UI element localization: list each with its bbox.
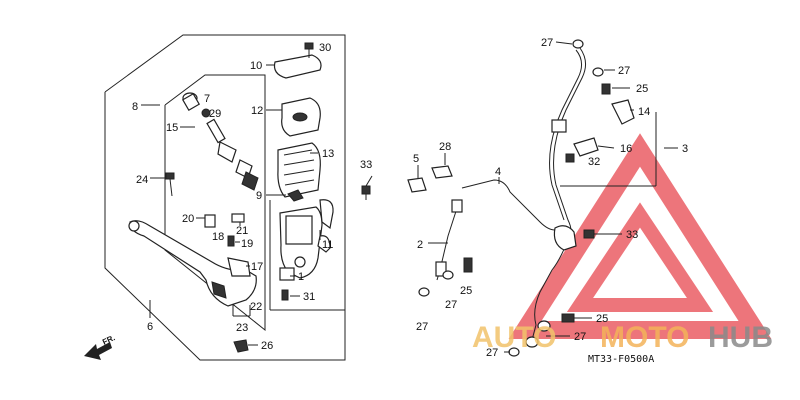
label-13: 13 (322, 148, 334, 160)
reservoir-diaphragm (277, 142, 321, 198)
label-10: 10 (250, 60, 262, 72)
bolt-25-bottom (561, 313, 575, 323)
label-8: 8 (132, 101, 138, 113)
label-5: 5 (413, 153, 419, 165)
label-9: 9 (256, 190, 262, 202)
label-27-lowest: 27 (486, 347, 498, 359)
diagram-code: MT33-F0500A (588, 354, 654, 365)
watermark-logo (508, 133, 772, 339)
label-33-left: 33 (360, 159, 372, 171)
spring-20-21 (204, 213, 245, 228)
label-25-top: 25 (636, 83, 648, 95)
label-32: 32 (588, 156, 600, 168)
switch-1 (279, 267, 295, 281)
label-27-bottom: 27 (574, 331, 586, 343)
label-1: 1 (298, 271, 304, 283)
label-27-top: 27 (541, 37, 553, 49)
label-29: 29 (209, 108, 221, 120)
brake-hose-2 (435, 199, 463, 281)
label-12: 12 (251, 105, 263, 117)
washer-27-left (418, 287, 430, 297)
watermark-triangle-inner (566, 202, 714, 312)
watermark-triangle-outer (508, 133, 772, 339)
label-23: 23 (236, 322, 248, 334)
bracket-clip (317, 199, 334, 253)
bolt-33-left (361, 185, 371, 200)
lower-brake-hose (531, 239, 569, 341)
watermark-auto: AUTO (472, 321, 556, 354)
washer-27-right (592, 67, 604, 77)
clamp-14 (611, 99, 635, 125)
label-25-bottom: 25 (596, 313, 608, 325)
screw-31 (281, 289, 289, 301)
clips-5-28 (407, 165, 453, 193)
cap-26 (233, 339, 249, 353)
label-19: 19 (241, 238, 253, 250)
diaphragm-plate (281, 97, 321, 137)
label-15: 15 (166, 122, 178, 134)
label-16: 16 (620, 143, 632, 155)
watermark-text: AUTO MOTO HUB (472, 321, 773, 354)
label-14: 14 (638, 106, 650, 118)
bolt-32 (565, 153, 575, 163)
label-3: 3 (682, 143, 688, 155)
watermark-moto: MOTO (600, 321, 689, 354)
label-11: 11 (322, 239, 333, 251)
label-27-right: 27 (618, 65, 630, 77)
bolt-30 (304, 42, 314, 58)
pivot-bolt-24 (165, 172, 175, 197)
washer-27-bottom (525, 320, 551, 348)
reservoir-cap (273, 54, 322, 79)
bolt-25-mid (463, 257, 473, 273)
label-2: 2 (417, 239, 423, 251)
label-28: 28 (439, 141, 451, 153)
hose-joint (553, 225, 577, 251)
label-31: 31 (303, 291, 315, 303)
label-27-mid: 27 (445, 299, 457, 311)
master-cylinder-group-outline (104, 34, 346, 361)
label-25-mid: 25 (460, 285, 472, 297)
part-labels: 8 15 7 29 30 10 12 13 9 33 24 20 21 18 1… (132, 37, 688, 359)
label-17: 17 (251, 261, 263, 273)
fr-label: FR. (101, 333, 116, 347)
brake-pipe-4 (461, 179, 556, 231)
label-22: 22 (250, 301, 262, 313)
washer-27-mid (442, 270, 454, 280)
grommet-13-side (551, 119, 567, 133)
leader-lines (141, 41, 678, 353)
label-21: 21 (236, 225, 248, 237)
label-33-right: 33 (626, 229, 638, 241)
label-20: 20 (182, 213, 194, 225)
label-7: 7 (204, 93, 210, 105)
label-26: 26 (261, 340, 273, 352)
label-18: 18 (212, 231, 224, 243)
bolt-25-top (601, 83, 611, 95)
label-6: 6 (147, 321, 153, 333)
clamp-16 (573, 137, 599, 157)
brake-lever (128, 220, 257, 307)
clip-9 (287, 189, 304, 202)
label-30: 30 (319, 42, 331, 54)
bolt-33-right (583, 229, 602, 239)
washer-27-top (572, 39, 584, 49)
label-24: 24 (136, 174, 148, 186)
piston-kit (181, 92, 259, 191)
watermark-hub: HUB (708, 321, 773, 354)
label-27-left: 27 (416, 321, 428, 333)
label-4: 4 (495, 166, 501, 178)
screw-19 (227, 235, 235, 247)
front-direction-arrow: FR. (84, 333, 117, 360)
master-cylinder-body (279, 206, 323, 279)
